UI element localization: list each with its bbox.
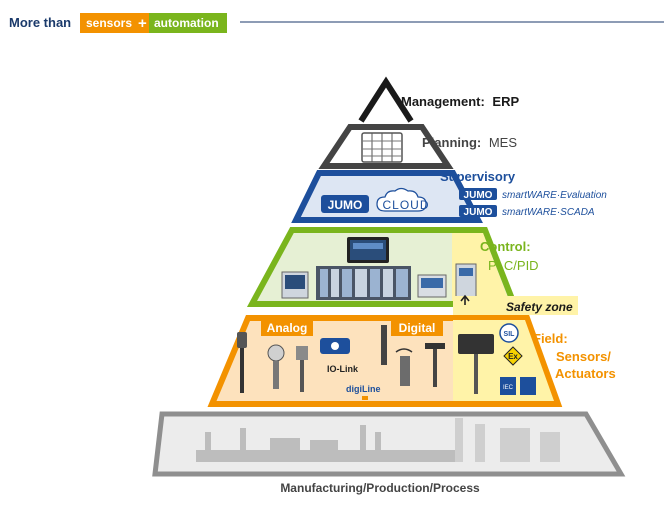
level-control: Control: PLC/PID [246, 227, 539, 307]
io-link-sensor-icon [320, 338, 350, 354]
factory-robot-icon [196, 425, 456, 462]
svg-text:IEC: IEC [503, 385, 514, 391]
safety-zone-label: Safety zone [506, 300, 573, 314]
svg-text:SIL: SIL [504, 331, 516, 338]
ex-badge-icon: Ex [503, 346, 523, 366]
field-title: Field: [533, 331, 568, 346]
level-planning: Planning: MES [318, 124, 517, 169]
svg-text:Ex: Ex [508, 352, 518, 361]
svg-text:JUMO: JUMO [328, 198, 363, 212]
svg-text:JUMO: JUMO [464, 207, 493, 218]
level-management: Management: ERP [358, 76, 519, 123]
safety-controller-icon [455, 263, 477, 299]
digital-tag [391, 319, 443, 336]
safety-zone: Safety zone [453, 294, 578, 329]
refinery-icon [455, 418, 560, 462]
digiline-label: digiLine [346, 384, 381, 394]
level-field: Analog Digital Field: Sensors/ Actuators… [207, 315, 616, 407]
controller-module-icon [316, 266, 411, 300]
indicator-display-icon [417, 274, 447, 298]
level-base: Manufacturing/Production/Process [152, 411, 626, 495]
smartware-scada: JUMO smartWARE·SCADA [459, 205, 595, 218]
header-plus: + [138, 15, 147, 32]
svg-text:JUMO: JUMO [464, 190, 493, 201]
t-sensor-icon [425, 343, 445, 387]
jumo-cloud-logo: JUMO · CLOUD [321, 187, 429, 213]
svg-text:smartWARE·Evaluation: smartWARE·Evaluation [502, 190, 607, 201]
header-automation: automation [154, 16, 219, 30]
touch-panel-icon [347, 237, 389, 263]
io-link-label: IO-Link [327, 364, 359, 374]
header-more-than: More than [9, 15, 71, 30]
iec-badge-icon: IEC [500, 377, 536, 395]
safety-sensor-icon [458, 334, 494, 394]
panel-display-icon [281, 271, 309, 299]
arrow-up-icon [460, 294, 470, 305]
field-line3: Actuators [555, 366, 616, 381]
level-sensor-icon [296, 346, 308, 392]
smartware-evaluation: JUMO smartWARE·Evaluation [459, 188, 607, 201]
svg-text:CLOUD: CLOUD [382, 198, 429, 212]
field-line2: Sensors/ [556, 349, 611, 364]
sil-badge-icon: SIL [499, 323, 519, 343]
digiline-dot [362, 396, 368, 400]
management-label: Management: ERP [401, 94, 519, 109]
supervisory-title: Supervisory [440, 169, 516, 184]
planning-label: Planning: MES [422, 135, 517, 150]
radar-sensor-icon [395, 348, 413, 386]
control-title: Control: [480, 239, 531, 254]
level-supervisory: Supervisory JUMO · CLOUD JUMO smartWARE·… [291, 169, 607, 223]
digital-probe-icon [381, 325, 387, 365]
header-sensors: sensors [86, 16, 132, 30]
analog-tag [261, 319, 313, 336]
digital-label: Digital [399, 321, 436, 335]
base-label: Manufacturing/Production/Process [280, 481, 480, 495]
analog-label: Analog [267, 321, 308, 335]
svg-text:smartWARE·SCADA: smartWARE·SCADA [502, 207, 595, 218]
header: More than sensors + automation [9, 13, 664, 33]
header-badge-green [149, 13, 227, 33]
server-rack-icon [361, 132, 403, 163]
temperature-probe-icon [237, 332, 247, 393]
pressure-sensor-icon [267, 344, 285, 389]
control-subtitle: PLC/PID [488, 258, 539, 273]
